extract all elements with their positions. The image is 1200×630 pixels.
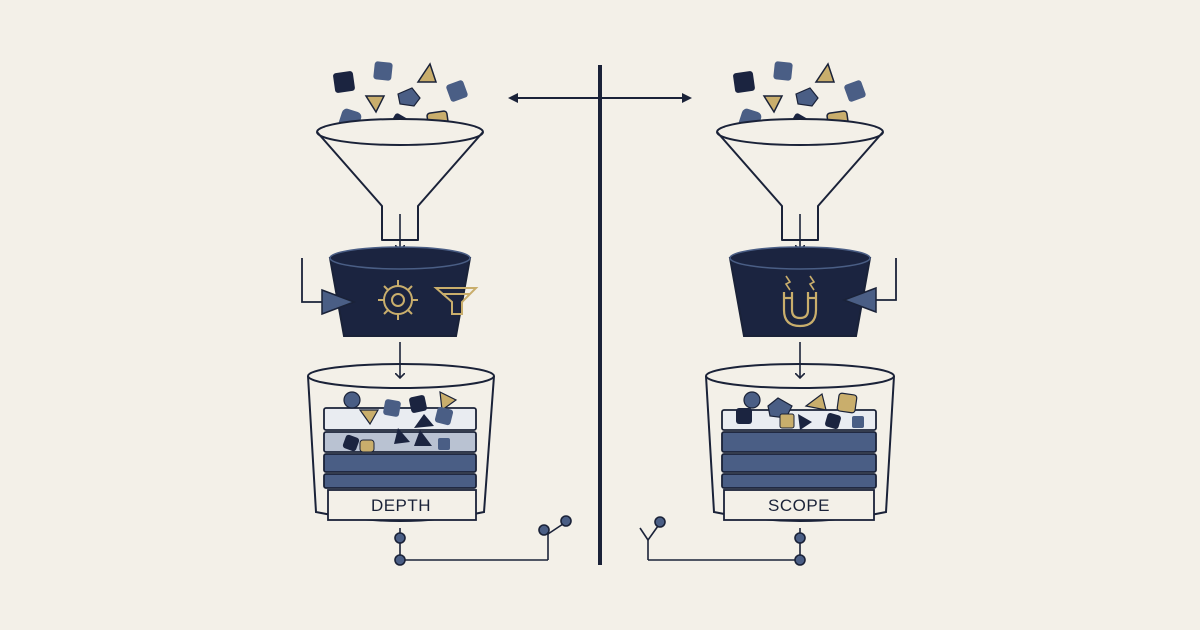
funnel-icon: [433, 287, 479, 315]
label-panel: [723, 489, 875, 521]
storage-container: SCOPE: [705, 363, 895, 522]
depth-label: DEPTH: [371, 496, 431, 515]
processor-cup: [328, 246, 479, 337]
depth-pipeline: DEPTH: [301, 61, 572, 566]
processor-cup: [728, 246, 872, 337]
magnet-icon: [782, 275, 818, 328]
gear-icon: [378, 280, 418, 320]
funnel: [316, 118, 484, 250]
bottom-connector: [394, 515, 572, 566]
label-panel: [327, 489, 477, 521]
bottom-connector: [639, 516, 806, 566]
scope-label: SCOPE: [768, 496, 830, 515]
funnel: [716, 118, 884, 250]
side-input-connector: [301, 258, 357, 316]
scope-pipeline: SCOPE: [639, 61, 897, 566]
storage-container: DEPTH: [307, 363, 495, 522]
side-input-connector: [841, 258, 897, 314]
